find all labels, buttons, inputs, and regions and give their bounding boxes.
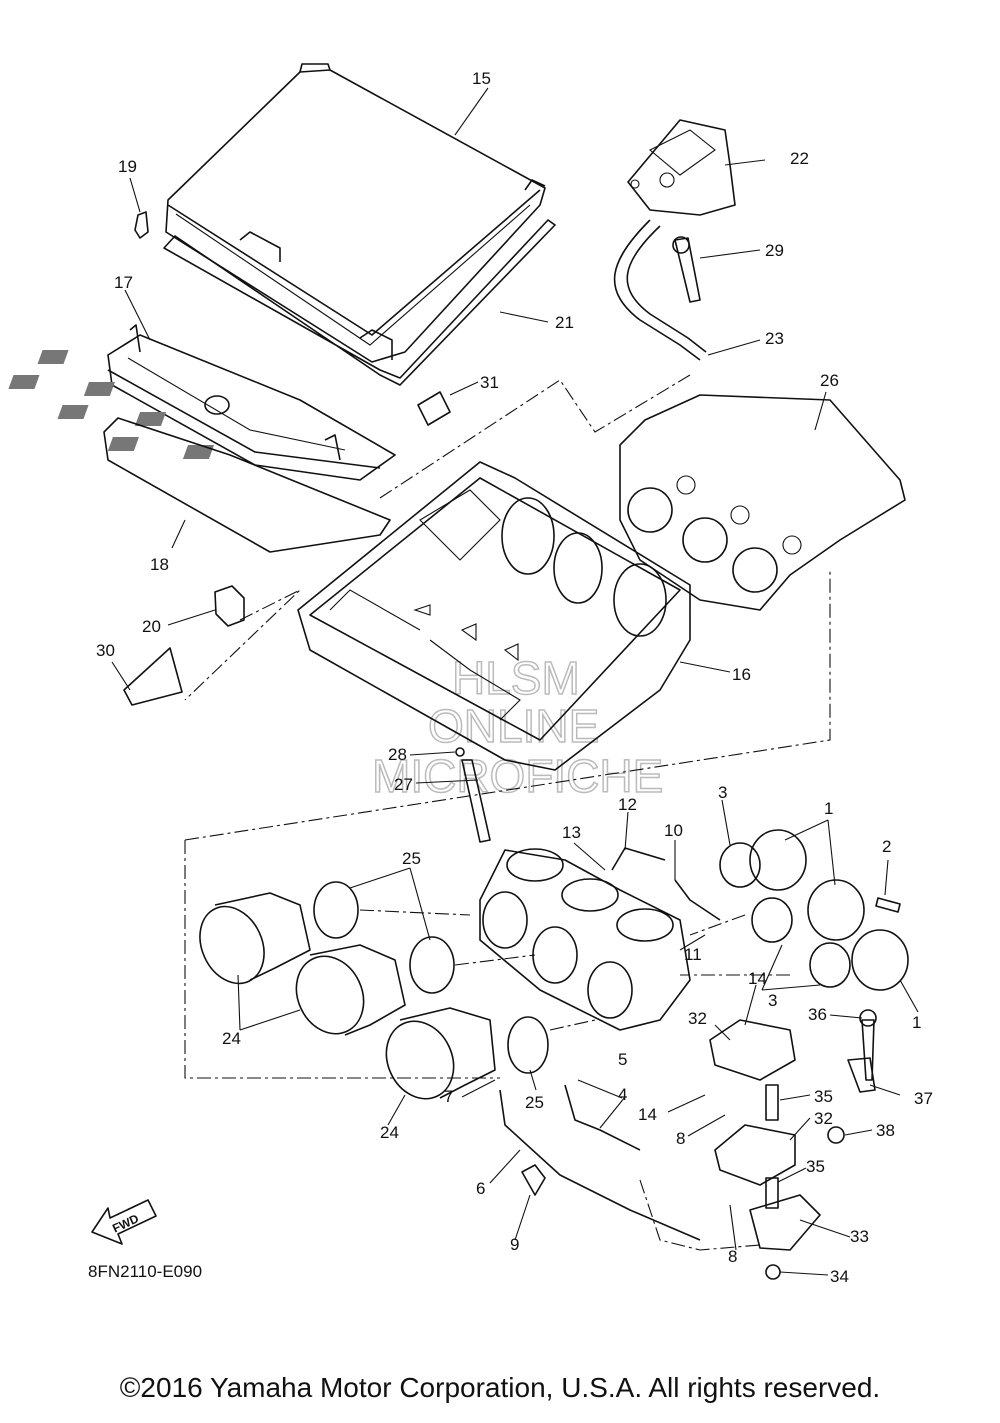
bracket-37 [847, 1057, 876, 1093]
label-16: 16 [732, 665, 751, 684]
forward-arrow-icon: FWD [91, 1199, 157, 1245]
throttle-body-assembly [479, 848, 691, 1031]
label-20: 20 [142, 617, 161, 636]
gasket-plate [619, 394, 906, 611]
label-2: 2 [882, 837, 891, 856]
label-36: 36 [808, 1005, 827, 1024]
label-1-top: 1 [824, 799, 833, 818]
label-26: 26 [820, 371, 839, 390]
intake-joints [199, 892, 496, 1100]
label-3-bottom: 3 [768, 991, 777, 1010]
label-8-top: 8 [676, 1129, 685, 1148]
label-3-top: 3 [718, 783, 727, 802]
label-34: 34 [830, 1267, 849, 1286]
air-filter-element [8, 324, 396, 481]
bolt-2 [875, 897, 901, 913]
watermark-line-1: HLSM [452, 652, 580, 704]
label-4: 4 [618, 1085, 627, 1104]
air-cut-valve [627, 119, 736, 216]
label-24-bottom: 24 [380, 1123, 399, 1142]
label-19: 19 [118, 157, 137, 176]
clip [134, 211, 149, 239]
copyright-footer: ©2016 Yamaha Motor Corporation, U.S.A. A… [119, 1372, 881, 1403]
label-12: 12 [618, 795, 637, 814]
label-13: 13 [562, 823, 581, 842]
valve-lower [714, 1124, 796, 1186]
label-1-bottom: 1 [912, 1013, 921, 1032]
label-32-top: 32 [688, 1009, 707, 1028]
clip-9 [521, 1164, 546, 1196]
part-number-labels: 15 19 22 29 17 21 23 31 26 18 20 30 16 2… [96, 69, 933, 1286]
label-29: 29 [765, 241, 784, 260]
exploded-parts-diagram: HLSM ONLINE MICROFICHE [8, 63, 933, 1286]
intake-manifolds [749, 829, 909, 991]
hose-12 [611, 847, 666, 871]
caution-label [417, 391, 451, 426]
label-22: 22 [790, 149, 809, 168]
label-8-bottom: 8 [728, 1247, 737, 1266]
label-32-bottom: 32 [814, 1109, 833, 1128]
air-box-cover [165, 63, 546, 363]
label-30: 30 [96, 641, 115, 660]
hose [613, 219, 701, 361]
hose-6 [499, 1089, 701, 1241]
label-38: 38 [876, 1121, 895, 1140]
hose-clamps [313, 842, 851, 1074]
diagram-code: 8FN2110-E090 [88, 1262, 203, 1281]
bolt-36 [861, 1019, 875, 1081]
label-35-bottom: 35 [806, 1157, 825, 1176]
filter-pad [103, 417, 391, 553]
hose-4 [564, 1084, 641, 1151]
drain-hose [461, 759, 491, 843]
label-31: 31 [480, 373, 499, 392]
label-18: 18 [150, 555, 169, 574]
assembly-guide-lines [184, 374, 831, 1251]
watermark-line-3: MICROFICHE [372, 750, 663, 802]
label-35-top: 35 [814, 1087, 833, 1106]
label-14-top: 14 [748, 969, 767, 988]
label-7: 7 [444, 1087, 453, 1106]
hose-bolt [674, 237, 701, 303]
label-5: 5 [618, 1050, 627, 1069]
cover-seal [163, 219, 556, 386]
label-33: 33 [850, 1227, 869, 1246]
label-27: 27 [394, 775, 413, 794]
label-24-left: 24 [222, 1029, 241, 1048]
label-6: 6 [476, 1179, 485, 1198]
label-15: 15 [472, 69, 491, 88]
air-box-case [297, 461, 691, 771]
label-25-bottom: 25 [525, 1093, 544, 1112]
label-11: 11 [684, 945, 702, 964]
damper-block [214, 585, 245, 627]
label-10: 10 [664, 821, 683, 840]
label-28: 28 [388, 745, 407, 764]
sheet [123, 647, 183, 706]
label-14-bottom: 14 [638, 1105, 657, 1124]
bracket-33 [749, 1194, 821, 1251]
label-9: 9 [510, 1235, 519, 1254]
label-21: 21 [555, 313, 574, 332]
leader-lines [111, 87, 919, 1276]
label-17: 17 [114, 273, 133, 292]
valve-upper [709, 1019, 796, 1081]
label-37: 37 [914, 1089, 933, 1108]
label-25-top: 25 [402, 849, 421, 868]
label-23: 23 [765, 329, 784, 348]
